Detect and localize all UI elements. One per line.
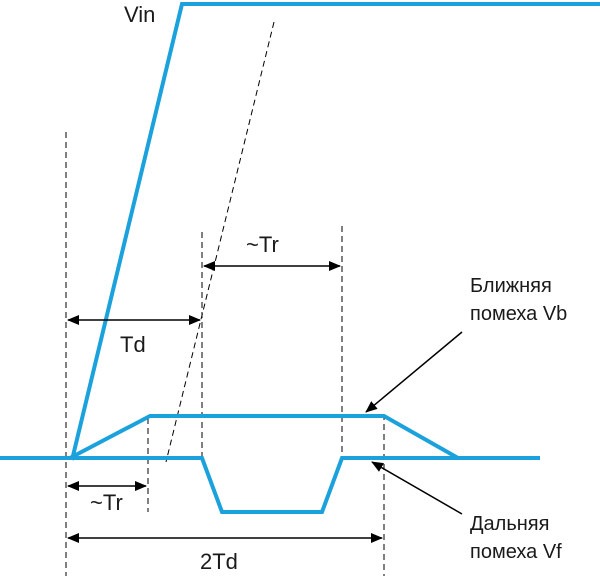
delayed-vin-projection xyxy=(165,21,275,463)
near-noise-label: Ближняя помеха Vb xyxy=(470,272,567,328)
tr-bottom-label: ~Tr xyxy=(90,490,123,515)
tr-top-label: ~Tr xyxy=(246,232,279,257)
far-noise-pointer-arrow xyxy=(371,461,463,515)
vin-label: Vin xyxy=(124,2,156,27)
near-noise-label-line1: Ближняя xyxy=(470,275,552,297)
near-noise-label-line2: помеха Vb xyxy=(470,303,568,325)
far-noise-label-line1: Дальняя xyxy=(470,513,550,535)
td-label: Td xyxy=(120,332,146,357)
far-noise-label-line2: помеха Vf xyxy=(470,541,562,563)
two-td-label: 2Td xyxy=(200,549,238,574)
far-end-noise-waveform xyxy=(0,456,540,514)
near-noise-pointer-arrow xyxy=(365,331,463,413)
vin-waveform xyxy=(70,2,600,461)
far-noise-label: Дальняя помеха Vf xyxy=(470,510,562,566)
